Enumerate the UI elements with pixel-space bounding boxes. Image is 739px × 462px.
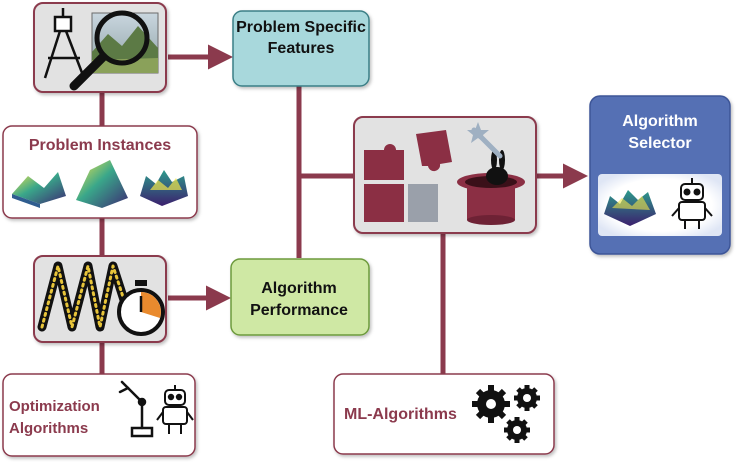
magic-wand-icon — [467, 122, 503, 159]
stopwatch-icon — [117, 280, 165, 336]
robot-icon — [156, 385, 194, 434]
runtime-icon-box — [33, 255, 167, 343]
optimization-algorithms-node — [2, 373, 196, 457]
problem-instances-label: Problem Instances — [28, 137, 172, 154]
robot-icon — [671, 178, 713, 229]
folding-ruler-icon — [37, 261, 129, 332]
algorithm-selector-label: Algorithm Selector — [622, 113, 698, 152]
optimization-algorithms-label: Optimization Algorithms — [9, 398, 100, 437]
magic-hat-icon — [457, 173, 525, 225]
surface-plot-icon — [604, 190, 656, 226]
problem-instances-node — [2, 125, 198, 219]
ml-algorithms-label: ML-Algorithms — [344, 406, 457, 423]
puzzle-pieces-icon — [364, 130, 452, 222]
algorithm-selector-node — [589, 95, 731, 255]
ml-selection-icon-box — [353, 116, 537, 234]
drafting-compass-icon — [43, 8, 86, 79]
magnifier-icon — [69, 10, 150, 91]
surface-plot-icon — [12, 160, 188, 208]
gears-icon — [472, 385, 540, 443]
problem-specific-features-node — [232, 10, 370, 87]
robot-arm-icon — [118, 380, 154, 438]
algorithm-performance-label: Algorithm Performance — [250, 280, 348, 319]
feature-extraction-icon-box — [33, 2, 167, 93]
problem-specific-features-label: Problem Specific Features — [236, 19, 366, 57]
ml-algorithms-node — [333, 373, 555, 455]
algorithm-performance-node — [230, 258, 370, 336]
